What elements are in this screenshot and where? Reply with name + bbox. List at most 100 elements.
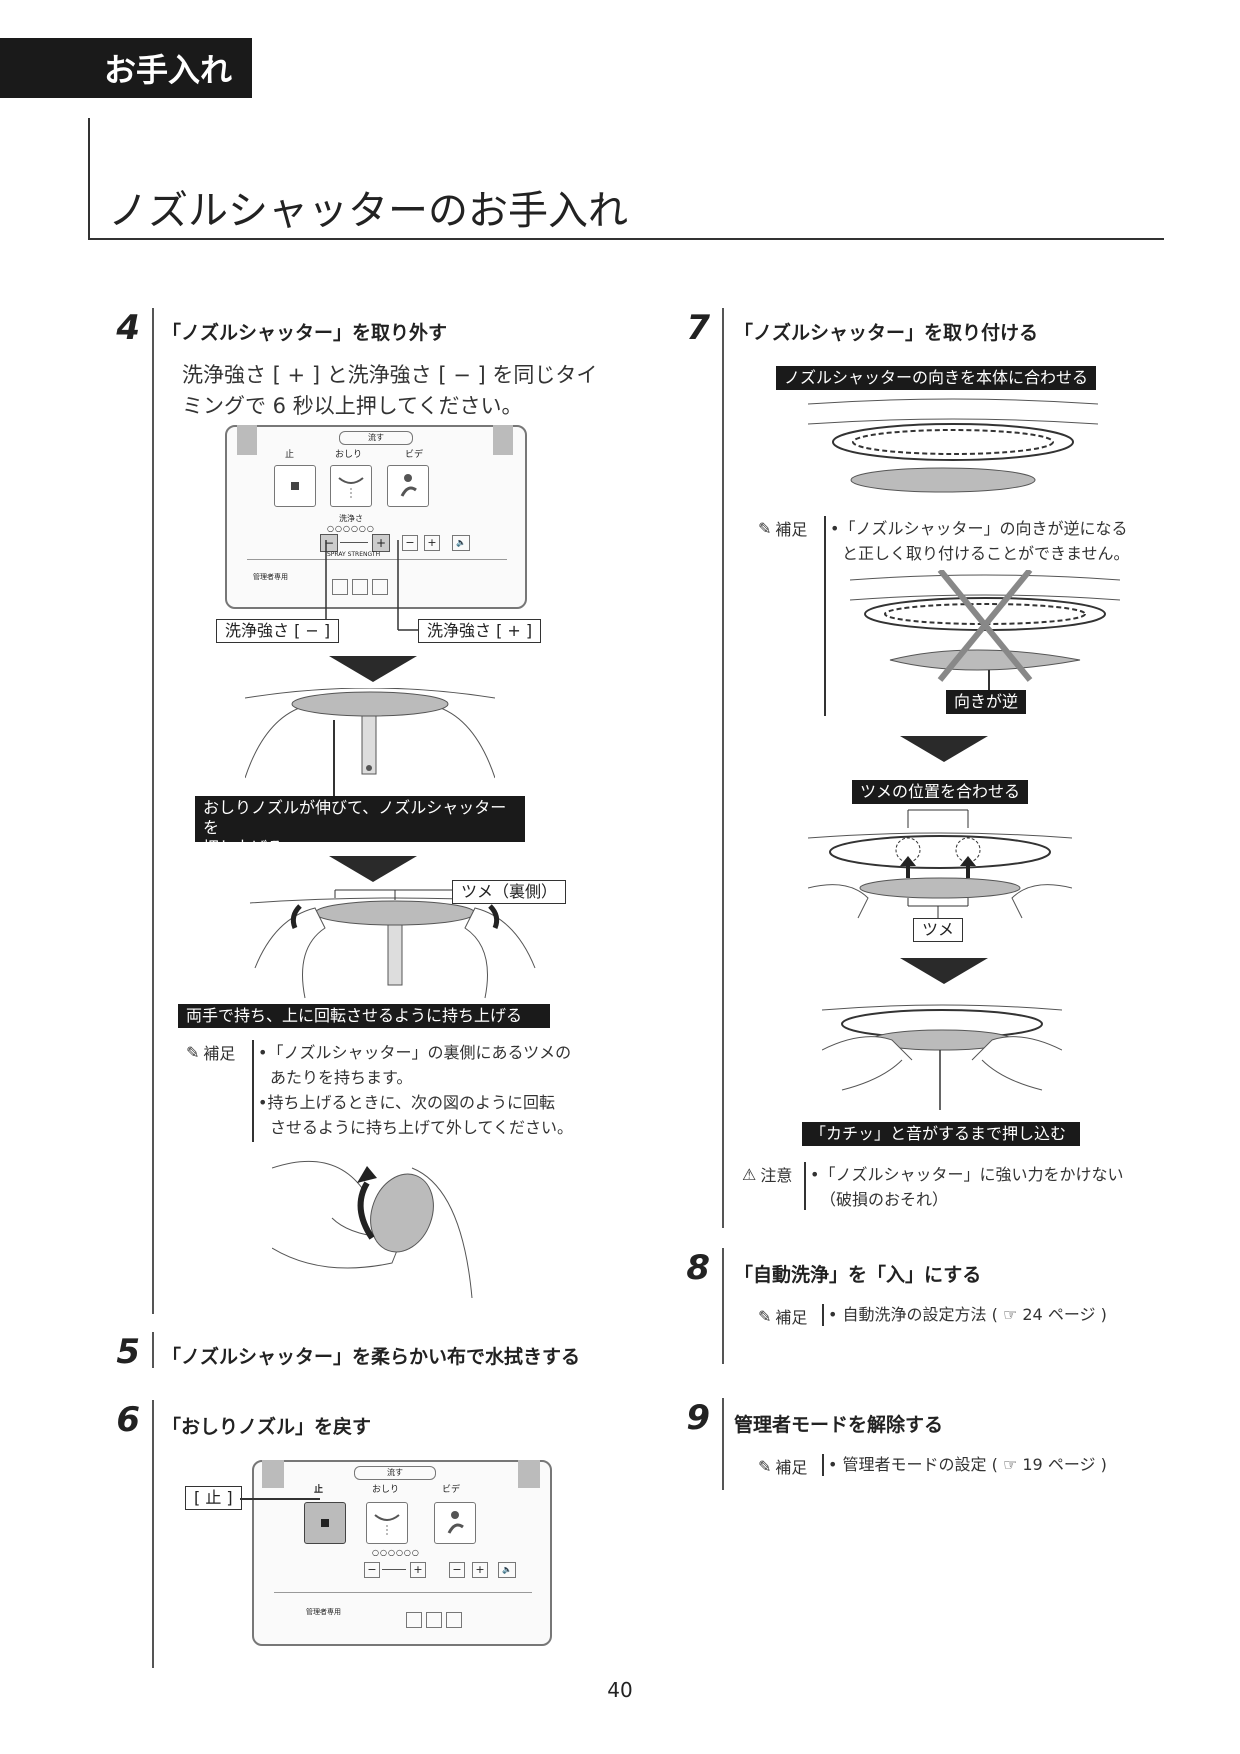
push-in-illustration	[822, 1004, 1062, 1110]
step-9-heading: 管理者モードを解除する	[734, 1414, 944, 1436]
step-8-heading: 「自動洗浄」を「入」にする	[734, 1264, 982, 1286]
panel2-power-save[interactable]	[406, 1612, 422, 1628]
step-9-bar	[722, 1398, 724, 1490]
step-4-note-tag: ✎補足	[186, 1042, 236, 1064]
down-arrow-3	[900, 736, 988, 762]
step-8-note-bar	[822, 1304, 824, 1326]
seat-temp-button[interactable]	[372, 579, 388, 595]
panel2-divider	[274, 1592, 532, 1593]
panel2-water-temp[interactable]	[426, 1612, 442, 1628]
step-6-heading: 「おしりノズル」を戻す	[162, 1416, 372, 1438]
caption-nozzle-extends: おしりノズルが伸びて、ノズルシャッターを押し上げる	[195, 796, 525, 857]
panel2-shower-icon	[374, 1514, 400, 1535]
flush-button[interactable]: 流す	[339, 431, 413, 445]
stop-callout-line	[240, 1498, 320, 1500]
stop-button[interactable]	[274, 465, 316, 507]
strength-en-label: SPRAY STRENGTH	[327, 551, 381, 558]
strength-label: 洗浄さ	[339, 514, 363, 523]
step-7-note-1a: •「ノズルシャッター」の向きが逆になる	[830, 519, 1128, 538]
admin-label: 管理者専用	[253, 573, 288, 581]
panel2-strength-plus[interactable]: +	[410, 1562, 426, 1578]
caption-align-tabs: ツメの位置を合わせる	[852, 780, 1029, 804]
panel2-sound-button[interactable]: 🔈	[498, 1562, 516, 1578]
control-panel-2: 流す 止 おしり ビデ ○○○○○○ − + − + 🔈 管理者専用	[252, 1460, 552, 1646]
page-title: ノズルシャッターのお手入れ	[108, 188, 628, 234]
strength-dots: ○○○○○○	[327, 524, 375, 533]
caption-lift-with-hands: 両手で持ち、上に回転させるように持ち上げる	[178, 1004, 550, 1028]
pencil-icon: ✎	[758, 1456, 772, 1476]
strength-minus-button[interactable]: −	[320, 534, 338, 552]
label-tsume: ツメ	[913, 918, 964, 942]
panel2-tab-left	[262, 1460, 284, 1488]
bidet-label: ビデ	[405, 450, 424, 460]
bidet-button[interactable]	[387, 465, 429, 507]
panel2-flush-button[interactable]: 流す	[354, 1466, 436, 1480]
panel2-volume-plus[interactable]: +	[472, 1562, 488, 1578]
section-tab: お手入れ	[0, 38, 252, 98]
panel2-shower-label: おしり	[372, 1485, 400, 1495]
strength-line	[340, 542, 368, 543]
title-rule-vertical	[88, 118, 90, 240]
control-panel-1: 流す 止 おしり ビデ 洗浄さ ○○○○○○ − + − + 🔈 SPRAY S…	[225, 425, 527, 609]
sound-button[interactable]: 🔈	[452, 535, 470, 551]
step-7-note-1b: と正しく取り付けることができません。	[842, 544, 1130, 563]
panel2-strength-line	[382, 1569, 406, 1570]
caption-push-until-click: 「カチッ」と音がするまで押し込む	[802, 1122, 1080, 1146]
step-5-bar	[152, 1332, 154, 1368]
water-temp-button[interactable]	[352, 579, 368, 595]
strength-plus-button[interactable]: +	[372, 534, 390, 552]
step-8-number: 8	[686, 1248, 710, 1288]
caption-leader-1	[333, 720, 335, 800]
panel2-bidet-icon	[447, 1511, 464, 1534]
volume-minus-button[interactable]: −	[402, 535, 418, 551]
step-4-note-2b: させるように持ち上げて外してください。	[270, 1118, 574, 1137]
page-number: 40	[607, 1678, 633, 1702]
step-8-bar	[722, 1248, 724, 1364]
step-4-text-line1: 洗浄強さ [ + ] と洗浄強さ [ − ] を同じタイ	[182, 363, 598, 387]
panel-divider	[247, 559, 507, 560]
panel2-bidet-label: ビデ	[442, 1485, 461, 1495]
step-7-heading: 「ノズルシャッター」を取り付ける	[734, 322, 1039, 344]
panel2-tab-right	[518, 1460, 540, 1488]
panel2-stop-button[interactable]	[304, 1502, 346, 1544]
step-7-note-tag: ✎補足	[758, 518, 808, 540]
shower-button[interactable]	[330, 465, 372, 507]
panel2-seat-temp[interactable]	[446, 1612, 462, 1628]
step-4-number: 4	[116, 308, 140, 348]
step-8-note: • 自動洗浄の設定方法 ( ☞ 24 ページ )	[828, 1305, 1107, 1324]
step-4-note-1b: あたりを持ちます。	[270, 1068, 413, 1087]
wrong-direction-illustration	[850, 570, 1120, 682]
stop-icon	[291, 482, 299, 490]
hands-lift-shutter-illustration	[249, 889, 541, 999]
title-rule-horizontal	[88, 238, 1164, 240]
panel2-shower-button[interactable]	[366, 1502, 408, 1544]
shower-icon	[338, 477, 364, 498]
step-6-number: 6	[116, 1400, 140, 1440]
panel2-strength-minus[interactable]: −	[364, 1562, 380, 1578]
step-5-heading: 「ノズルシャッター」を柔らかい布で水拭きする	[162, 1346, 581, 1368]
step-9-number: 9	[686, 1398, 710, 1438]
step-4-text-line2: ミングで 6 秒以上押してください。	[182, 394, 523, 418]
step-4-bar	[152, 308, 154, 1314]
step-7-bar	[722, 308, 724, 1228]
step-9-note: • 管理者モードの設定 ( ☞ 19 ページ )	[828, 1455, 1107, 1474]
label-reverse: 向きが逆	[946, 690, 1027, 714]
step-7-caution-tag: ⚠注意	[742, 1164, 793, 1186]
caption-align-direction: ノズルシャッターの向きを本体に合わせる	[776, 366, 1097, 390]
panel2-bidet-button[interactable]	[434, 1502, 476, 1544]
stop-label: 止	[285, 450, 295, 460]
rotate-lift-illustration	[272, 1160, 473, 1298]
step-7-note-bar	[824, 516, 826, 716]
warning-icon: ⚠	[742, 1164, 757, 1184]
label-tsume-back: ツメ（裏側）	[452, 880, 567, 904]
pencil-icon: ✎	[758, 518, 772, 538]
volume-plus-button[interactable]: +	[424, 535, 440, 551]
step-9-note-bar	[822, 1454, 824, 1476]
step-4-note-bar	[252, 1040, 254, 1142]
panel2-stop-label: 止	[314, 1485, 324, 1495]
power-save-button[interactable]	[332, 579, 348, 595]
label-stop: [ 止 ]	[185, 1486, 242, 1510]
bidet-icon	[400, 474, 417, 497]
label-strength-minus: 洗浄強さ [ − ]	[216, 619, 340, 643]
panel2-volume-minus[interactable]: −	[449, 1562, 465, 1578]
